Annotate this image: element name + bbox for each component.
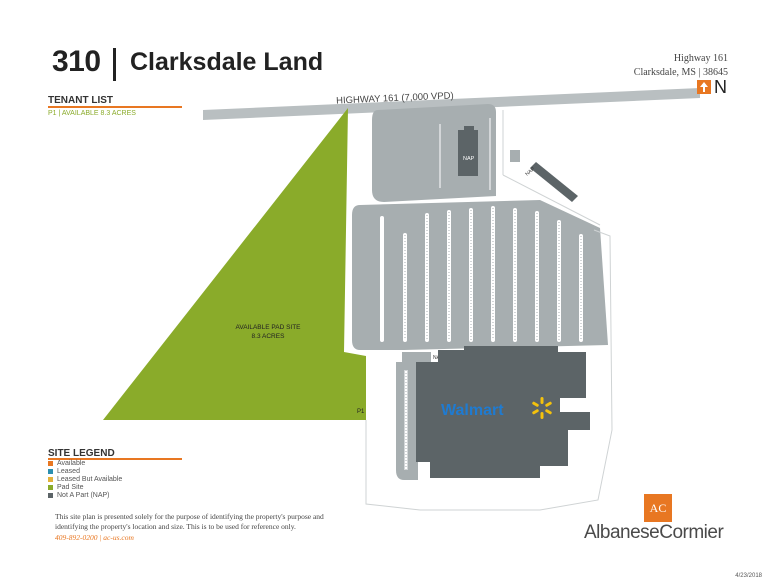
north-arrow-icon	[697, 80, 711, 94]
legend-swatch	[48, 493, 53, 498]
legend-item-leased: Leased	[48, 468, 80, 475]
property-number: 310	[52, 45, 101, 78]
walmart-anchor-store	[416, 346, 590, 478]
nap-building-2	[530, 162, 578, 202]
legend-label: Pad Site	[57, 484, 84, 491]
nap-building-1	[458, 130, 478, 176]
legend-label: Available	[57, 460, 86, 467]
site-legend-divider	[48, 458, 182, 460]
address-street: Highway 161	[673, 53, 728, 64]
pad-id-label: P1	[357, 409, 365, 415]
nap-label-2: NAP	[524, 166, 536, 178]
nap-label-1: NAP	[463, 156, 475, 162]
tenant-list-title: TENANT LIST	[48, 95, 113, 106]
legend-item-available: Available	[48, 460, 85, 467]
walmart-logo-text: Walmart	[441, 402, 504, 419]
legend-label: Leased	[57, 468, 80, 475]
legend-label: Not A Part (NAP)	[57, 492, 110, 499]
pad-site-acres: 8.3 ACRES	[252, 333, 286, 340]
pad-site-label: AVAILABLE PAD SITE	[235, 324, 301, 331]
legend-swatch	[48, 461, 53, 466]
pad-site-p1[interactable]	[103, 108, 366, 420]
site-legend-title: SITE LEGEND	[48, 448, 115, 459]
disclaimer-text: This site plan is presented solely for t…	[55, 512, 324, 531]
north-label: N	[714, 77, 727, 97]
albanese-cormier-logo-icon: AC	[644, 494, 672, 522]
legend-item-pad-site: Pad Site	[48, 484, 83, 491]
plan-date: 4/23/2018	[735, 573, 762, 579]
legend-label: Leased But Available	[57, 476, 123, 483]
highway-161-road	[203, 88, 700, 120]
legend-swatch	[48, 477, 53, 482]
nap-building-1-wing	[464, 126, 474, 132]
property-boundary	[420, 229, 613, 511]
legend-item-leased-but-available: Leased But Available	[48, 476, 122, 483]
legend-swatch	[48, 469, 53, 474]
highway-label: HIGHWAY 161 (7,000 VPD)	[336, 90, 454, 106]
legend-swatch	[48, 485, 53, 490]
contact-info[interactable]: 409-892-0200 | ac-us.com	[55, 533, 134, 542]
property-name: Clarksdale Land	[130, 48, 324, 76]
walmart-spark-icon	[532, 397, 552, 419]
legend-item-not-a-part: Not A Part (NAP)	[48, 492, 110, 499]
tenant-list-divider	[48, 106, 182, 108]
address-city: Clarksdale, MS | 38645	[633, 67, 728, 78]
main-parking-lot	[352, 200, 608, 350]
nap-box-3	[415, 352, 431, 362]
title-divider	[113, 48, 116, 81]
company-logo-text: AlbaneseCormier	[584, 522, 724, 543]
tenant-list-item[interactable]: P1 | AVAILABLE 8.3 ACRES	[48, 110, 136, 117]
